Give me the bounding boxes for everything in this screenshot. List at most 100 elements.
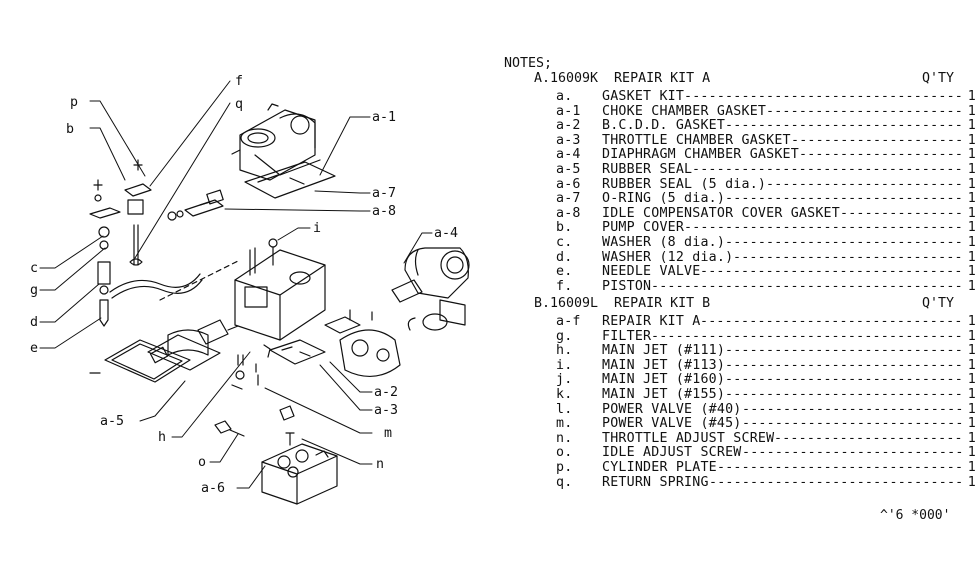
callout-b: b xyxy=(66,122,74,137)
leader-dashes: ----------------------------------------… xyxy=(742,417,964,432)
callout-m: m xyxy=(384,426,392,441)
leader-dashes: ----------------------------------------… xyxy=(766,104,964,119)
leader-dashes: ----------------------------------------… xyxy=(717,461,964,475)
part-description: THROTTLE CHAMBER GASKET xyxy=(602,132,791,148)
callout-a4: a-4 xyxy=(434,226,458,241)
part-quantity: 1 xyxy=(967,264,975,280)
leader-dashes: ----------------------------------------… xyxy=(742,446,964,461)
idle-adjust-screw-part xyxy=(214,420,245,437)
part-quantity: 1 xyxy=(967,430,975,446)
part-quantity: 1 xyxy=(967,89,975,104)
part-code: m. xyxy=(556,416,573,432)
leader-dashes: ----------------------------------------… xyxy=(742,402,964,417)
leader-dashes: ----------------------------------------… xyxy=(725,192,964,207)
part-code: a-7 xyxy=(556,191,581,207)
leader-dashes: ----------------------------------------… xyxy=(725,358,964,373)
part-code: k. xyxy=(556,387,573,402)
part-description: O-RING (5 dia.) xyxy=(602,191,726,207)
throttle-chamber-part xyxy=(261,405,338,505)
leader-dashes: ----------------------------------------… xyxy=(684,221,964,236)
part-row: o.IDLE ADJUST SCREW---------------------… xyxy=(556,446,975,461)
part-quantity: 1 xyxy=(967,387,975,402)
part-code: i. xyxy=(556,357,573,373)
part-description: WASHER (8 dia.) xyxy=(602,235,726,250)
part-row: n.THROTTLE ADJUST SCREW-----------------… xyxy=(556,430,975,447)
idle-compensator-gaskets xyxy=(167,189,224,221)
part-description: IDLE COMPENSATOR COVER GASKET xyxy=(602,205,840,221)
part-description: CHOKE CHAMBER GASKET xyxy=(602,103,767,119)
float-chamber-body xyxy=(234,238,326,341)
leader-dashes: ----------------------------------------… xyxy=(692,163,964,177)
callout-c: c xyxy=(30,261,38,276)
callout-a6: a-6 xyxy=(201,481,225,496)
part-code: a-2 xyxy=(556,118,581,134)
part-code: c. xyxy=(556,235,573,250)
carburetor-exploded-diagram: p b f q a-1 a-7 a-8 i a-4 c g d e a-5 a-… xyxy=(30,74,470,505)
part-row: b.PUMP COVER----------------------------… xyxy=(556,221,975,236)
part-quantity: 1 xyxy=(967,416,975,432)
part-code: b. xyxy=(556,220,573,236)
callout-o: o xyxy=(198,455,206,470)
part-code: j. xyxy=(556,372,573,388)
part-quantity: 1 xyxy=(967,460,975,475)
part-description: MAIN JET (#113) xyxy=(602,357,726,373)
part-description: RUBBER SEAL (5 dia.) xyxy=(602,176,767,192)
part-code: f. xyxy=(556,278,573,294)
part-code: a. xyxy=(556,89,573,104)
leader-dashes: ----------------------------------------… xyxy=(774,431,964,446)
main-jets xyxy=(231,344,271,390)
part-quantity: 1 xyxy=(967,474,975,490)
part-row: c.WASHER (8 dia.)-----------------------… xyxy=(556,235,975,251)
part-quantity: 1 xyxy=(967,249,975,265)
part-row: d.WASHER (12 dia.)----------------------… xyxy=(556,249,975,266)
kit-a-qty-header: Q'TY xyxy=(922,71,955,86)
throttle-chamber-gasket xyxy=(269,339,326,365)
leader-dashes: ----------------------------------------… xyxy=(725,344,964,359)
part-quantity: 1 xyxy=(967,314,975,329)
part-row: f.PISTON--------------------------------… xyxy=(556,278,975,295)
part-description: DIAPHRAGM CHAMBER GASKET xyxy=(602,147,799,163)
part-quantity: 1 xyxy=(967,132,975,148)
part-description: IDLE ADJUST SCREW xyxy=(602,445,742,461)
part-description: REPAIR KIT A xyxy=(602,314,701,329)
part-description: WASHER (12 dia.) xyxy=(602,249,734,265)
part-row: q.RETURN SPRING-------------------------… xyxy=(556,474,975,491)
choke-chamber-part xyxy=(231,103,321,181)
part-row: a-1 CHOKE CHAMBER GASKET-----------------… xyxy=(556,103,975,120)
part-code: p. xyxy=(556,460,573,475)
leader-dashes: ----------------------------------------… xyxy=(725,388,964,402)
part-description: FILTER xyxy=(602,328,652,344)
rubber-seal-cover xyxy=(89,334,221,383)
part-row: j.MAIN JET (#160)-----------------------… xyxy=(556,373,975,388)
part-row: m.POWER VALVE (#45)---------------------… xyxy=(556,417,975,432)
callout-n: n xyxy=(376,457,384,472)
leader-dashes: ----------------------------------------… xyxy=(725,119,964,134)
part-quantity: 1 xyxy=(967,220,975,236)
leader-dashes: ----------------------------------------… xyxy=(684,90,964,104)
callout-p: p xyxy=(70,95,78,110)
leader-dashes: ----------------------------------------… xyxy=(725,373,964,388)
part-row: a.GASKET KIT----------------------------… xyxy=(556,89,975,105)
accelerator-pump-parts xyxy=(89,159,152,327)
part-code: q. xyxy=(556,474,573,490)
part-row: a-2 B.C.D.D. GASKET----------------------… xyxy=(556,119,975,134)
part-code: l. xyxy=(556,401,573,417)
callout-d: d xyxy=(30,315,38,330)
part-code: a-3 xyxy=(556,132,581,148)
part-quantity: 1 xyxy=(967,103,975,119)
part-quantity: 1 xyxy=(967,372,975,388)
kit-b-header: B.16009L REPAIR KIT B xyxy=(534,296,711,311)
callout-a2: a-2 xyxy=(374,385,398,400)
diaphragm-chamber-part xyxy=(391,247,470,331)
part-description: THROTTLE ADJUST SCREW xyxy=(602,430,775,446)
part-description: B.C.D.D. GASKET xyxy=(602,118,726,134)
guide-line xyxy=(159,259,241,301)
leader-dashes: ----------------------------------------… xyxy=(709,475,964,490)
leader-dashes: ----------------------------------------… xyxy=(700,265,964,280)
part-description: RUBBER SEAL xyxy=(602,162,693,177)
part-code: a-1 xyxy=(556,103,581,119)
